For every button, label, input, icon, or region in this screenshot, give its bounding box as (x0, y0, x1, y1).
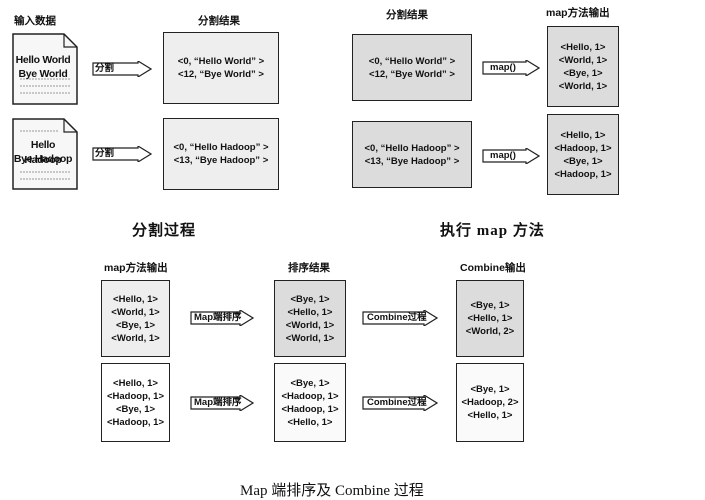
kv-pair: <Hadoop, 2> (461, 397, 519, 408)
kv-pair: <Hadoop, 1> (554, 142, 612, 154)
split-result-box-4: <0, “Hello Hadoop” > <13, “Bye Hadoop” > (352, 121, 472, 188)
kv-pair: <Hello, 1> (560, 41, 606, 53)
map-sort-arrow-2: Map端排序 (190, 395, 254, 411)
map-arrow-1: map() (482, 60, 540, 76)
kv-pair: <Bye, 1> (290, 293, 330, 305)
sort-result-label: 排序结果 (288, 262, 330, 274)
kv-pair: <Hadoop, 1> (106, 390, 164, 402)
split-record: <0, “Hello Hadoop” > (364, 142, 460, 154)
kv-pair: <World, 2> (465, 326, 515, 337)
sort-result-box-1: <Bye, 1> <Hello, 1> <World, 1> <World, 1… (274, 280, 346, 357)
split-record: <12, “Bye World” > (369, 68, 455, 80)
doc-line: Bye Hadoop (13, 153, 73, 165)
doc-line: Hello Hadoop (24, 139, 62, 166)
map-output-box-4: <Hello, 1> <Hadoop, 1> <Bye, 1> <Hadoop,… (101, 363, 170, 442)
kv-pair: <World, 1> (558, 80, 608, 92)
input-document-2: Hello Hadoop Bye Hadoop (12, 118, 78, 190)
map-output-box-2: <Hello, 1> <Hadoop, 1> <Bye, 1> <Hadoop,… (547, 114, 619, 195)
split-result-label: 分割结果 (198, 15, 240, 27)
sort-result-box-2: <Bye, 1> <Hadoop, 1> <Hadoop, 1> <Hello,… (274, 363, 346, 442)
split-record: <12, “Bye World” > (178, 69, 264, 80)
combine-arrow-1: Combine过程 (362, 310, 438, 326)
kv-pair: <World, 1> (111, 306, 160, 318)
combine-output-label: Combine输出 (460, 262, 526, 274)
kv-pair: <World, 1> (285, 332, 335, 344)
kv-pair: <Hello, 1> (113, 377, 158, 389)
kv-pair: <Hadoop, 1> (106, 416, 164, 428)
map-output-label: map方法输出 (546, 7, 610, 19)
map-arrow-2: map() (482, 148, 540, 164)
arrow-label: Map端排序 (194, 312, 242, 323)
split-arrow-2: 分割 (92, 146, 152, 162)
kv-pair: <Hadoop, 1> (281, 403, 339, 415)
split-result-box-2: <0, “Hello Hadoop” > <13, “Bye Hadoop” > (163, 118, 279, 190)
kv-pair: <Hello, 1> (467, 313, 513, 324)
kv-pair: <Bye, 1> (470, 300, 510, 311)
arrow-label: Combine过程 (367, 312, 427, 323)
kv-pair: <Bye, 1> (290, 377, 330, 389)
caption-execute-map: 执行 map 方法 (440, 223, 545, 239)
caption-sort-combine: Map 端排序及 Combine 过程 (240, 483, 424, 499)
map-sort-arrow-1: Map端排序 (190, 310, 254, 326)
arrow-label: Combine过程 (367, 397, 427, 408)
split-record: <0, “Hello Hadoop” > (173, 142, 269, 153)
kv-pair: <World, 1> (558, 54, 608, 66)
arrow-label: Map端排序 (194, 397, 242, 408)
kv-pair: <Bye, 1> (115, 319, 156, 331)
kv-pair: <Bye, 1> (563, 155, 603, 167)
kv-pair: <World, 1> (111, 332, 160, 344)
map-output-box-1: <Hello, 1> <World, 1> <Bye, 1> <World, 1… (547, 26, 619, 107)
kv-pair: <World, 1> (285, 319, 335, 331)
doc-line: Bye World (18, 68, 68, 80)
kv-pair: <Bye, 1> (563, 67, 603, 79)
kv-pair: <Hello, 1> (287, 416, 333, 428)
split-record: <13, “Bye Hadoop” > (173, 155, 269, 166)
kv-pair: <Hello, 1> (113, 293, 158, 305)
split-record: <13, “Bye Hadoop” > (364, 155, 460, 167)
arrow-label: 分割 (95, 148, 115, 159)
arrow-label: map() (490, 62, 516, 73)
arrow-label: 分割 (95, 63, 115, 74)
split-record: <0, “Hello World” > (177, 56, 265, 67)
split-result-label-2: 分割结果 (386, 9, 428, 21)
combine-output-box-2: <Bye, 1> <Hadoop, 2> <Hello, 1> (456, 363, 524, 442)
input-document-1: Hello World Bye World (12, 33, 78, 105)
combine-arrow-2: Combine过程 (362, 395, 438, 411)
kv-pair: <Hello, 1> (560, 129, 606, 141)
combine-output-box-1: <Bye, 1> <Hello, 1> <World, 2> (456, 280, 524, 357)
split-arrow-1: 分割 (92, 61, 152, 77)
kv-pair: <Hello, 1> (467, 410, 513, 421)
kv-pair: <Hello, 1> (287, 306, 333, 318)
caption-split-process: 分割过程 (132, 223, 197, 239)
kv-pair: <Hadoop, 1> (554, 168, 612, 180)
split-record: <0, “Hello World” > (368, 55, 456, 67)
map-output-box-3: <Hello, 1> <World, 1> <Bye, 1> <World, 1… (101, 280, 170, 357)
split-result-box-1: <0, “Hello World” > <12, “Bye World” > (163, 32, 279, 104)
input-data-label: 输入数据 (14, 15, 56, 27)
split-result-box-3: <0, “Hello World” > <12, “Bye World” > (352, 34, 472, 101)
kv-pair: <Bye, 1> (470, 384, 510, 395)
kv-pair: <Bye, 1> (115, 403, 156, 415)
kv-pair: <Hadoop, 1> (281, 390, 339, 402)
map-output-label-2: map方法输出 (104, 262, 168, 274)
doc-line: Hello World (15, 54, 71, 66)
arrow-label: map() (490, 150, 516, 161)
